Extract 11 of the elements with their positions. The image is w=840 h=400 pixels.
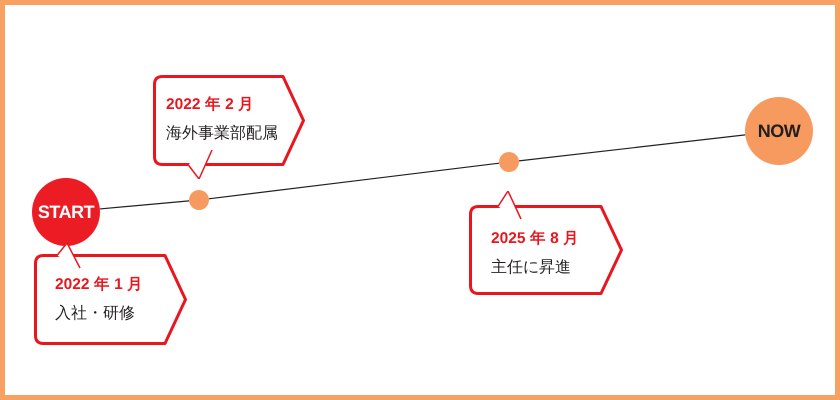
date-label: 2025 年 8 月	[491, 229, 580, 249]
timeline-line	[100, 200, 190, 210]
date-label: 2022 年 1 月	[55, 275, 144, 295]
date-label: 2022 年 2 月	[166, 95, 254, 115]
event-text: 入社・研修	[55, 304, 135, 324]
event-text: 主任に昇進	[491, 258, 571, 278]
timeline-line	[208, 162, 500, 200]
timeline-line	[518, 134, 746, 162]
event-text: 海外事業部配属	[166, 124, 278, 144]
timeline-start-marker: START	[32, 178, 100, 246]
timeline-end-marker: NOW	[745, 97, 813, 165]
